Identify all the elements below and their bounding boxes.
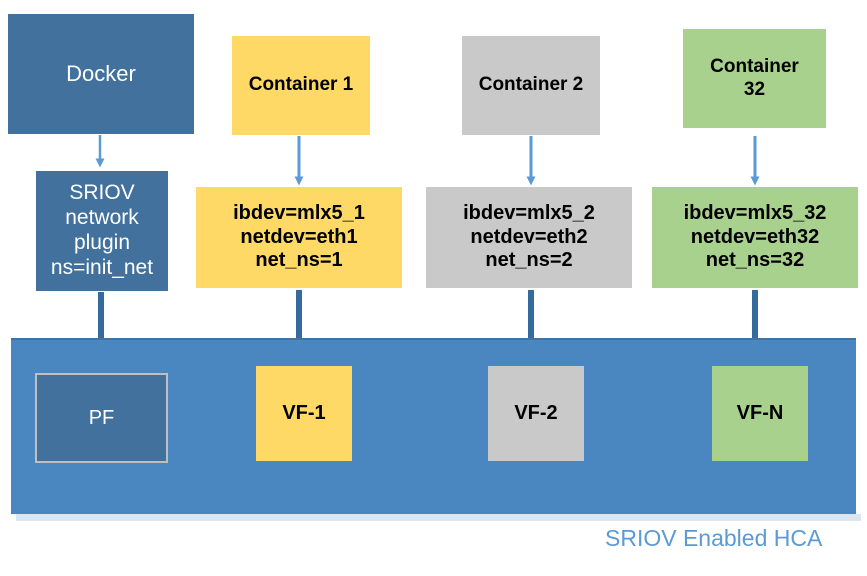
sriov-plugin-box[interactable]: SRIOV network plugin ns=init_net [36,171,173,297]
sriov-hca-band: PF VF-1 VF-2 VF-N [11,338,861,521]
container-32-box[interactable]: Container 32 [683,29,831,134]
vf-2-box[interactable]: VF-2 [488,366,588,466]
container-32-details-box[interactable]: ibdev=mlx5_32 netdev=eth32 net_ns=32 [652,187,863,294]
docker-box[interactable]: Docker [8,14,199,140]
vf-n-box[interactable]: VF-N [712,366,812,466]
container-1-details-box[interactable]: ibdev=mlx5_1 netdev=eth1 net_ns=1 [196,187,407,294]
pf-box[interactable]: PF [35,373,168,463]
vf-1-box[interactable]: VF-1 [256,366,356,466]
container-2-details-box[interactable]: ibdev=mlx5_2 netdev=eth2 net_ns=2 [426,187,637,294]
sriov-hca-caption: SRIOV Enabled HCA [605,525,823,551]
container-2-box[interactable]: Container 2 [462,36,605,141]
container-1-box[interactable]: Container 1 [232,36,375,141]
